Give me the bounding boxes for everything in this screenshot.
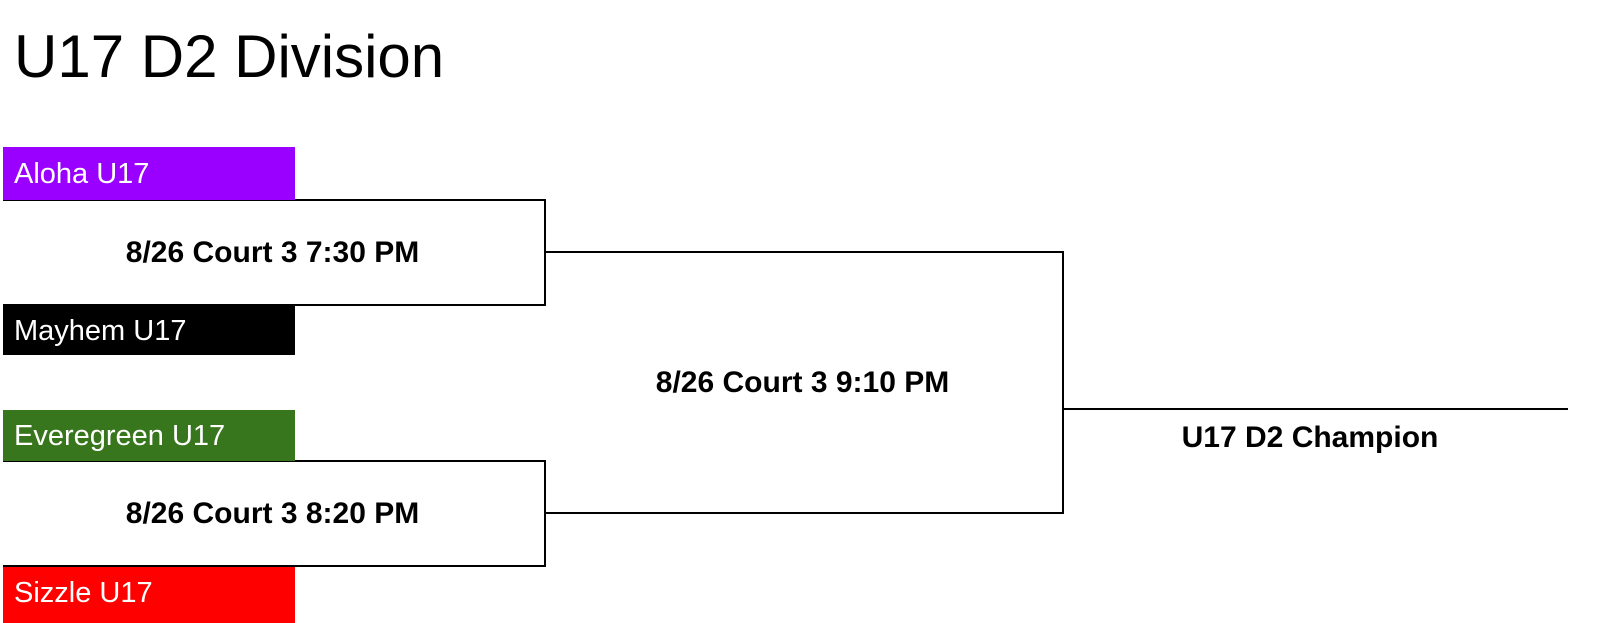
team-name: Sizzle U17 <box>14 577 153 609</box>
team-sizzle: Sizzle U17 <box>3 567 295 623</box>
team-everegreen: Everegreen U17 <box>3 410 295 461</box>
final-connector <box>545 251 1064 514</box>
final-label: 8/26 Court 3 9:10 PM <box>655 366 950 399</box>
team-mayhem: Mayhem U17 <box>3 305 295 355</box>
team-name: Everegreen U17 <box>14 420 226 452</box>
team-aloha: Aloha U17 <box>3 147 295 200</box>
team-name: Aloha U17 <box>14 158 150 190</box>
division-title: U17 D2 Division <box>14 23 445 90</box>
semifinal-2-label: 8/26 Court 3 8:20 PM <box>125 497 420 530</box>
team-name: Mayhem U17 <box>14 315 187 347</box>
champion-label: U17 D2 Champion <box>1181 421 1439 454</box>
semifinal-1-label: 8/26 Court 3 7:30 PM <box>125 236 420 269</box>
